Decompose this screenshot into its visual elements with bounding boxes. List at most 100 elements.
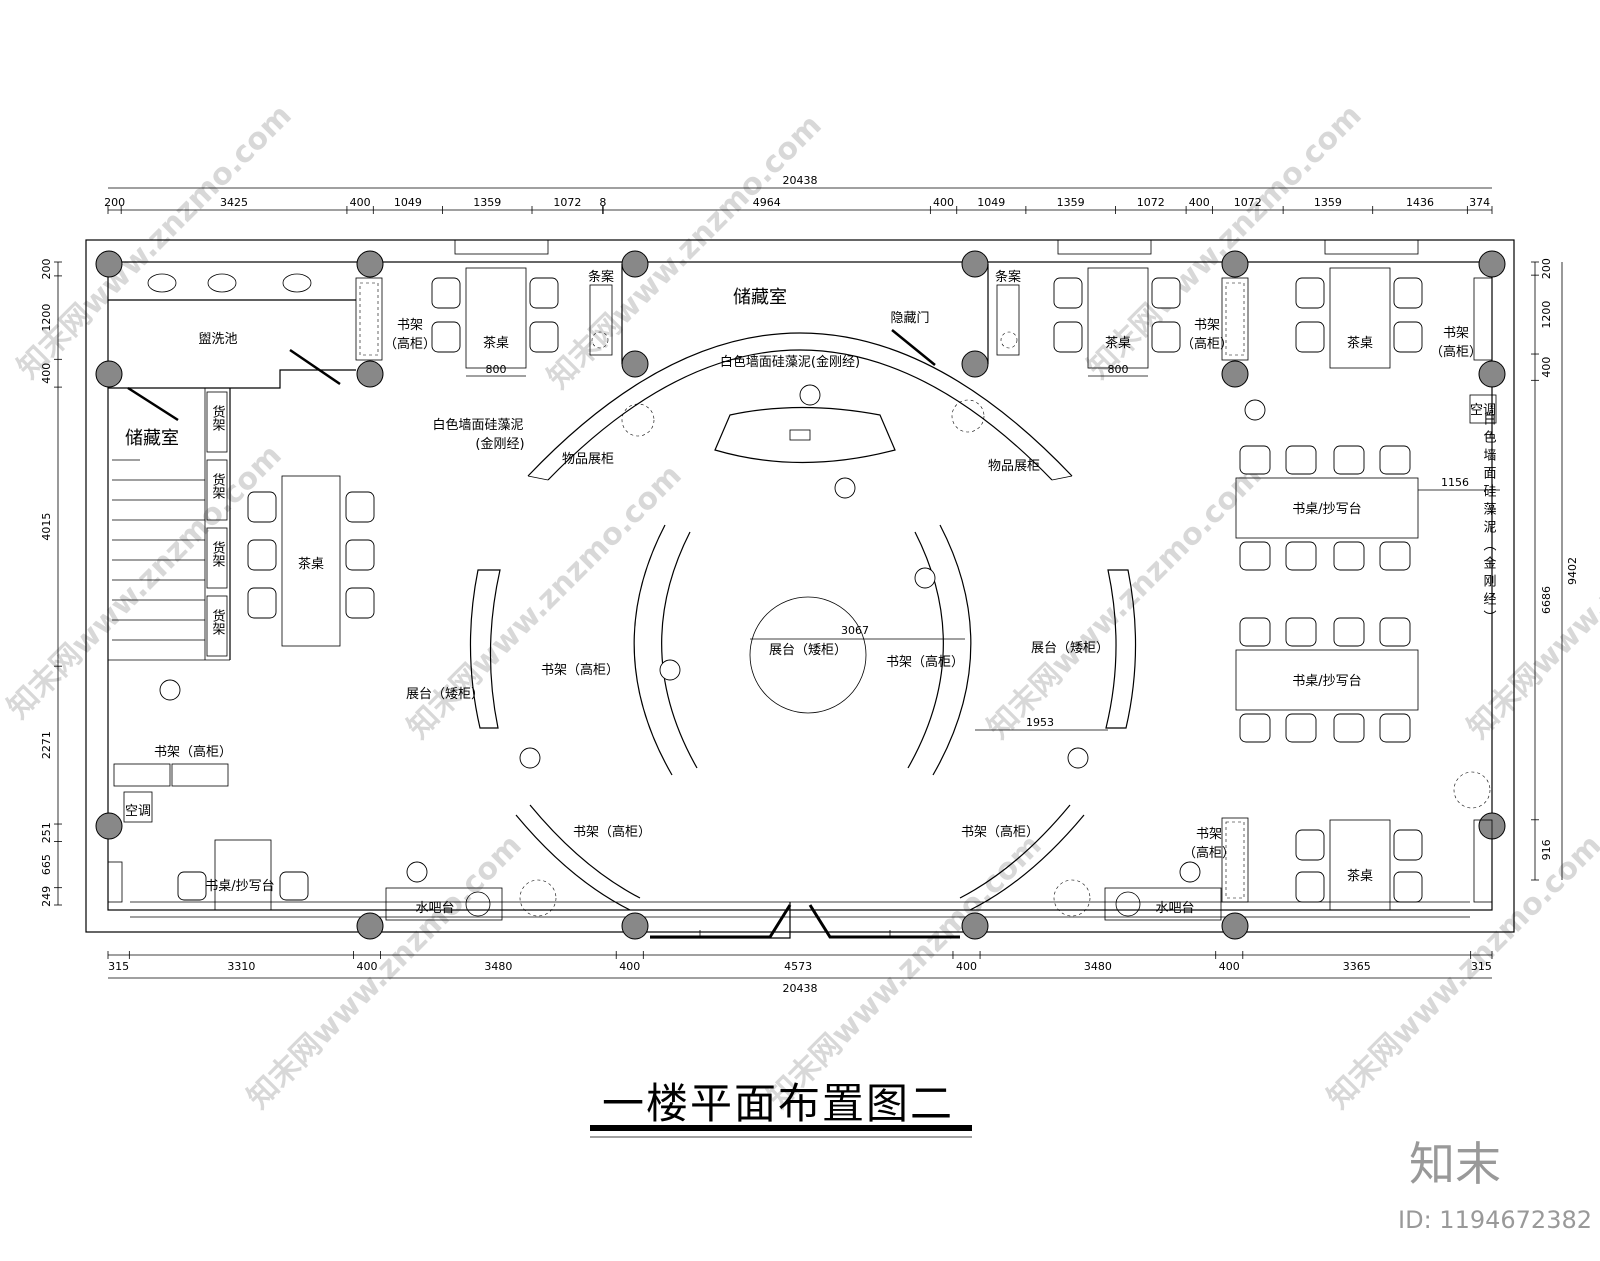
label-wall-finish: 白色墙面硅藻泥 — [432, 417, 523, 433]
left-rooms: 盥洗池 储藏室 货架 货架 货架 货架 — [108, 273, 383, 661]
bottom-zone: 书架（高柜） 书架（高柜） 水吧台 水吧台 — [385, 804, 1222, 921]
label-desk-copy: 书桌/抄写台 — [1292, 674, 1361, 689]
watermark: 知末网www.znzmo.com — [541, 108, 829, 396]
dim-left-value: 251 — [40, 822, 53, 843]
dim-right-value: 200 — [1540, 258, 1553, 279]
dim-bottom-value: 400 — [1219, 960, 1240, 973]
dim-top-total: 20438 — [783, 174, 818, 187]
watermark: 知末网www.znzmo.com — [401, 458, 689, 746]
label-bookshelf: 书架 — [1443, 326, 1469, 341]
dim-bottom-value: 4573 — [784, 960, 812, 973]
tea-zone-bottom-right: 茶桌 书架 （高柜） — [1183, 817, 1493, 911]
dim-top-value: 400 — [1189, 196, 1210, 209]
desk-zone-right: 书桌/抄写台 1156 书桌/抄写台 白色墙面硅藻泥（金刚经） — [1235, 411, 1500, 743]
label-display-low: 展台（矮柜） — [406, 687, 484, 702]
label-bookshelf-tall: 书架（高柜） — [961, 824, 1039, 840]
label-water-bar: 水吧台 — [415, 901, 454, 916]
dim-top-value: 1049 — [977, 196, 1005, 209]
columns — [95, 250, 1506, 940]
title-text: 一楼平面布置图二 — [602, 1079, 954, 1128]
plants — [519, 331, 1491, 917]
dim-left-value: 1200 — [40, 304, 53, 332]
dim-1156: 1156 — [1441, 476, 1469, 489]
label-ac: 空调 — [1470, 403, 1496, 418]
dim-top-value: 1436 — [1406, 196, 1434, 209]
dim-bottom-value: 400 — [956, 960, 977, 973]
dim-right-value: 400 — [1540, 357, 1553, 378]
label-washbasin: 盥洗池 — [198, 332, 237, 347]
dim-top-value: 8 — [599, 196, 606, 209]
label-bookshelf-tall: 书架（高柜） — [154, 744, 232, 760]
dim-bottom-value: 400 — [619, 960, 640, 973]
label-desk-copy: 书桌/抄写台 — [1292, 502, 1361, 517]
dim-left-value: 2271 — [40, 731, 53, 759]
label-water-bar: 水吧台 — [1155, 901, 1194, 916]
label-tea-table: 茶桌 — [1105, 335, 1131, 351]
label-wall-finish: 白色墙面硅藻泥(金刚经) — [720, 354, 860, 370]
reception-desk — [714, 384, 896, 499]
dim-left-value: 400 — [40, 363, 53, 384]
dim-top-value: 1072 — [1137, 196, 1165, 209]
dim-bottom-total: 20438 — [783, 982, 818, 995]
label-side-table: 条案 — [995, 269, 1021, 285]
brand-logo: 知末 — [1409, 1137, 1501, 1191]
goods-shelves: 货架 货架 货架 货架 — [206, 391, 228, 657]
label-wall-finish-vertical: 白色墙面硅藻泥（金刚经） — [1481, 411, 1497, 628]
label-bookshelf-sub: （高柜） — [1430, 344, 1482, 360]
label-bookshelf-sub: （高柜） — [1183, 845, 1235, 861]
central-exhibit: 展台（矮柜） 3067 书架（高柜） 书架（高柜） 展台（矮柜） 展台（矮柜） … — [406, 524, 1137, 776]
label-display-low: 展台（矮柜） — [769, 643, 847, 658]
image-id: ID: 1194672382 — [1398, 1206, 1592, 1234]
tea-table-left: 茶桌 — [247, 475, 375, 647]
dim-right-value: 916 — [1540, 839, 1553, 860]
label-tea-table: 茶桌 — [483, 335, 509, 351]
dim-right-value: 1200 — [1540, 301, 1553, 329]
label-bookshelf: 书架 — [1194, 318, 1220, 333]
dim-top-value: 1072 — [553, 196, 581, 209]
dim-top-value: 1072 — [1234, 196, 1262, 209]
dim-bottom-value: 3480 — [484, 960, 512, 973]
dim-top-value: 400 — [350, 196, 371, 209]
label-tea-table: 茶桌 — [1347, 335, 1373, 351]
brand-block: 知末 ID: 1194672382 — [1398, 1137, 1592, 1234]
label-display-low: 展台（矮柜） — [1031, 641, 1109, 656]
dim-right-total: 9402 — [1566, 557, 1579, 585]
dim-left-value: 4015 — [40, 513, 53, 541]
label-desk-copy: 书桌/抄写台 — [205, 879, 274, 894]
label-shelf: 货架 — [210, 540, 226, 567]
dim-bottom-value: 315 — [1471, 960, 1492, 973]
dim-bottom-value: 3365 — [1343, 960, 1371, 973]
label-storage-left: 储藏室 — [125, 428, 179, 449]
left-lower-zone: 书架（高柜） 空调 书桌/抄写台 — [107, 744, 309, 911]
label-display-cabinet: 物品展柜 — [988, 459, 1040, 474]
tea-zone-top-left: 书架 （高柜） 茶桌 800 条案 — [384, 267, 614, 377]
dim-top-value: 374 — [1469, 196, 1490, 209]
dim-800: 800 — [1108, 363, 1129, 376]
label-bookshelf-tall: 书架（高柜） — [886, 654, 964, 670]
dim-top-value: 200 — [104, 196, 125, 209]
dim-bottom-value: 400 — [357, 960, 378, 973]
label-bookshelf: 书架 — [1196, 827, 1222, 842]
label-side-table: 条案 — [588, 269, 614, 285]
label-ac: 空调 — [125, 804, 151, 819]
label-hidden-door: 隐藏门 — [890, 311, 929, 326]
dim-top-value: 4964 — [753, 196, 781, 209]
dim-3067: 3067 — [841, 624, 869, 637]
label-bookshelf: 书架 — [397, 318, 423, 333]
stairs — [108, 388, 230, 661]
dim-top-value: 1359 — [473, 196, 501, 209]
dim-top-value: 400 — [933, 196, 954, 209]
dim-left-value: 249 — [40, 886, 53, 907]
dim-bottom-value: 315 — [108, 960, 129, 973]
dim-top-value: 3425 — [220, 196, 248, 209]
tea-zone-top-right: 条案 茶桌 800 书架 （高柜） — [995, 267, 1249, 377]
label-bookshelf-tall: 书架（高柜） — [573, 824, 651, 840]
label-shelf: 货架 — [210, 404, 226, 431]
drawing-title: 一楼平面布置图二 — [590, 1079, 972, 1138]
label-display-cabinet: 物品展柜 — [562, 452, 614, 467]
